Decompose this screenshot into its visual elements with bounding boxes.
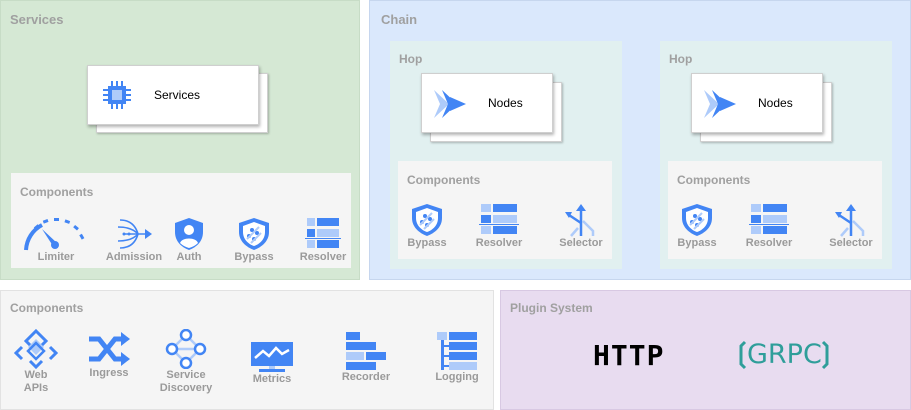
component-recorder[interactable]: Recorder: [337, 331, 395, 384]
chain-title: Chain: [381, 12, 418, 27]
hop-components-title: Components: [677, 173, 751, 187]
plugin-panel: Plugin System HTTP GRPC: [500, 290, 911, 410]
service-discovery-icon: [165, 329, 207, 369]
components-panel: Components Web APIs Ingress: [0, 290, 494, 410]
component-admission[interactable]: Admission: [103, 217, 165, 264]
component-label: Bypass: [407, 237, 447, 249]
nodes-arrow-icon: [434, 90, 466, 118]
component-bypass[interactable]: Bypass: [672, 203, 722, 250]
component-label: Resolver: [299, 251, 347, 263]
component-bypass[interactable]: Bypass: [402, 203, 452, 250]
component-service-discovery[interactable]: Service Discovery: [151, 329, 221, 395]
hop-title: Hop: [399, 52, 423, 66]
component-label-line1: Metrics: [252, 373, 292, 385]
services-card[interactable]: Services: [87, 65, 259, 125]
component-label-line2: Discovery: [159, 382, 213, 394]
component-label: Bypass: [234, 251, 274, 263]
http-logo: HTTP: [593, 339, 665, 372]
component-label: Admission: [105, 251, 163, 263]
component-auth[interactable]: Auth: [167, 217, 211, 264]
chip-icon: [103, 81, 131, 109]
plugin-title: Plugin System: [510, 301, 593, 315]
component-label-line1: Web: [24, 369, 48, 381]
gauge-icon: [24, 218, 85, 251]
web-apis-icon: [14, 329, 58, 369]
component-label-line1: Recorder: [341, 371, 391, 383]
funnel-arrows-icon: [117, 219, 152, 249]
resolver-stack-icon: [749, 204, 789, 234]
nodes-card[interactable]: Nodes: [421, 73, 553, 133]
bypass-shield-icon: [682, 204, 712, 236]
component-web-apis[interactable]: Web APIs: [11, 329, 61, 395]
bypass-shield-icon: [239, 218, 269, 250]
hop-title: Hop: [669, 52, 693, 66]
component-label: Selector: [559, 237, 603, 249]
component-label: Resolver: [475, 237, 523, 249]
component-resolver[interactable]: Resolver: [295, 217, 351, 264]
component-label-line1: Logging: [435, 371, 479, 383]
shuffle-icon: [89, 332, 130, 366]
chain-panel: Chain Hop Nodes Components Bypass: [369, 0, 911, 280]
component-selector[interactable]: Selector: [822, 203, 880, 250]
component-resolver[interactable]: Resolver: [742, 203, 796, 250]
component-resolver[interactable]: Resolver: [472, 203, 526, 250]
nodes-card-label: Nodes: [488, 96, 523, 110]
services-panel: Services Services Components: [0, 0, 360, 280]
component-selector[interactable]: Selector: [552, 203, 610, 250]
resolver-stack-icon: [305, 218, 341, 248]
component-label: Resolver: [745, 237, 793, 249]
grpc-logo-text: GRPC: [747, 339, 822, 370]
nodes-card-label: Nodes: [758, 96, 793, 110]
services-components-title: Components: [20, 185, 94, 199]
hop-components-box: Components Bypass Resolver: [668, 161, 882, 259]
hop-panel-1: Hop Nodes Components Bypass: [390, 41, 622, 269]
services-components-box: Components Limiter: [11, 173, 351, 268]
hop-components-title: Components: [407, 173, 481, 187]
component-label: Bypass: [677, 237, 717, 249]
component-label-line1: Service: [166, 369, 206, 381]
nodes-card[interactable]: Nodes: [691, 73, 823, 133]
logging-list-icon: [437, 332, 477, 370]
split-arrows-icon: [835, 204, 865, 237]
recorder-bars-icon: [346, 332, 386, 370]
hop-components-box: Components Bypass Resolver: [398, 161, 612, 259]
nodes-arrow-icon: [704, 90, 736, 118]
resolver-stack-icon: [479, 204, 519, 234]
component-logging[interactable]: Logging: [431, 331, 483, 384]
component-ingress[interactable]: Ingress: [85, 331, 133, 380]
services-card-label: Services: [154, 88, 201, 102]
component-bypass[interactable]: Bypass: [229, 217, 279, 264]
component-label: Auth: [176, 251, 202, 263]
metrics-monitor-icon: [251, 342, 293, 372]
auth-shield-icon: [175, 218, 203, 250]
component-label: Limiter: [37, 251, 75, 263]
split-arrows-icon: [565, 204, 595, 237]
components-title: Components: [10, 301, 84, 315]
hop-panel-2: Hop Nodes Components Bypass: [660, 41, 892, 269]
grpc-bracket-icon: [739, 340, 829, 370]
component-label: Selector: [829, 237, 873, 249]
services-title: Services: [10, 12, 64, 27]
component-limiter[interactable]: Limiter: [21, 217, 91, 264]
component-metrics[interactable]: Metrics: [245, 341, 299, 386]
component-label-line2: APIs: [23, 382, 49, 394]
component-label-line1: Ingress: [89, 367, 129, 379]
bypass-shield-icon: [412, 204, 442, 236]
